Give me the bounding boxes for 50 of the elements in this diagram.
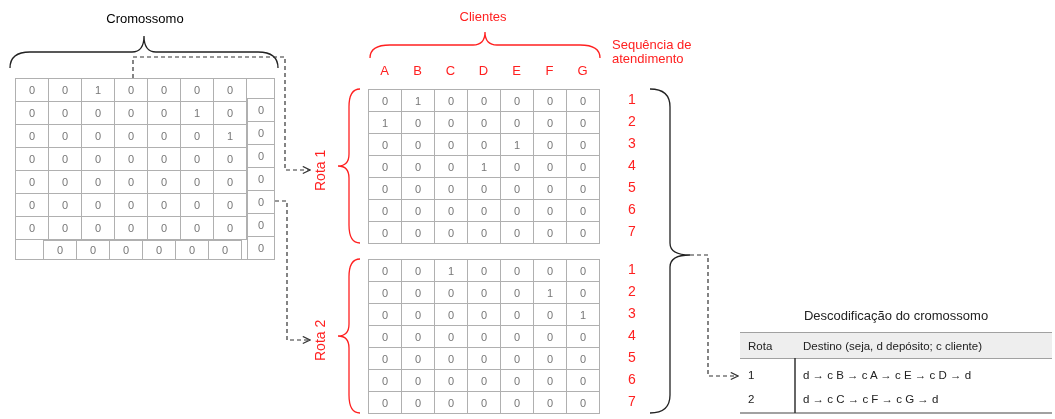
- sequence-number: 3: [627, 135, 637, 153]
- matrix-cell: 0: [43, 240, 77, 260]
- column-letter: B: [412, 64, 423, 80]
- matrix-cell: 0: [566, 259, 600, 282]
- table-title: Descodificação do cromossomo: [802, 308, 990, 323]
- matrix-cell: 0: [566, 89, 600, 112]
- matrix-cell: 0: [213, 216, 247, 240]
- matrix-cell: 0: [566, 221, 600, 244]
- matrix-cell: 0: [368, 391, 402, 414]
- column-letter: C: [444, 64, 457, 80]
- column-letter: D: [477, 64, 490, 80]
- column-letter: A: [379, 64, 390, 80]
- matrix-cell: 0: [208, 240, 242, 260]
- sequence-number: 1: [627, 91, 637, 109]
- matrix-cell: 0: [368, 89, 402, 112]
- sequence-heading: Sequência de atendimento: [612, 38, 693, 69]
- table-header-cell: Destino (seja, d depósito; c cliente): [795, 333, 1052, 358]
- chromosome-title: Cromossomo: [105, 12, 185, 28]
- table-header-cell: Rota: [740, 333, 795, 358]
- matrix-stack: [15, 78, 275, 260]
- table-cell-text: d → c C → c F → c G → d: [802, 392, 940, 407]
- sequence-number: 6: [627, 371, 637, 389]
- arrow: [274, 200, 311, 345]
- sequence-number: 2: [627, 283, 637, 301]
- sequence-number: 6: [627, 201, 637, 219]
- arrow: [689, 254, 739, 381]
- matrix-cell: 0: [368, 221, 402, 244]
- matrix-cell: 0: [368, 259, 402, 282]
- clients-title: Clientes: [458, 10, 508, 26]
- sequence-number: 1: [627, 261, 637, 279]
- sequence-number: 5: [627, 179, 637, 197]
- column-letter: G: [576, 64, 589, 80]
- sequence-number: 3: [627, 305, 637, 323]
- matrix-cell: 0: [566, 391, 600, 414]
- sequence-number: 4: [627, 327, 637, 345]
- route-label: Rota 1: [312, 148, 329, 193]
- column-letter: E: [511, 64, 522, 80]
- table-cell-text: 2: [747, 392, 756, 407]
- route-label: Rota 2: [312, 318, 329, 363]
- table-cell-text: d → c B → c A → c E → c D → d: [802, 368, 973, 383]
- matrix-cell: 0: [247, 98, 275, 122]
- sequence-number: 2: [627, 113, 637, 131]
- column-letter: F: [544, 64, 555, 80]
- sequence-number: 5: [627, 349, 637, 367]
- sequence-number: 4: [627, 157, 637, 175]
- sequence-number: 7: [627, 393, 637, 411]
- curly-brace: [649, 88, 691, 414]
- sequence-number: 7: [627, 223, 637, 241]
- table-cell-text: 1: [747, 368, 756, 383]
- arrow: [132, 56, 311, 175]
